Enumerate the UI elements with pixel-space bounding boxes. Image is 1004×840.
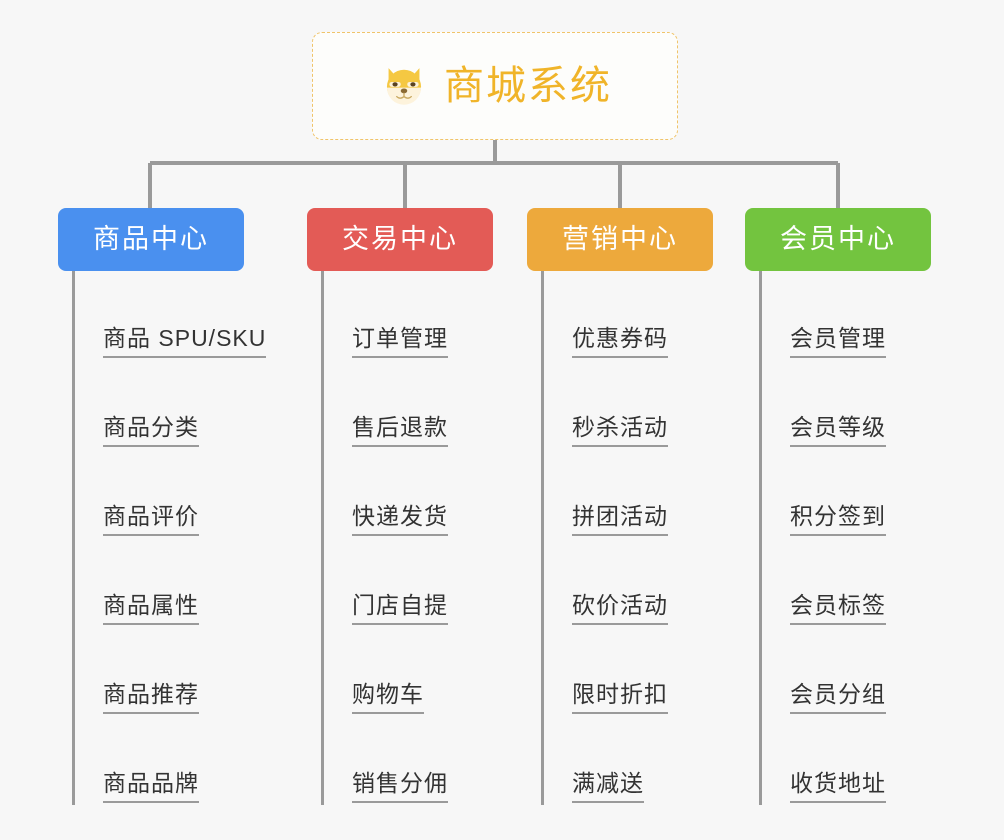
list-item-label: 订单管理: [352, 324, 448, 351]
list-item[interactable]: 商品评价: [72, 449, 266, 538]
leaf-list-trade-center: 订单管理 售后退款 快递发货 门店自提 购物车 销售分佣: [307, 271, 493, 805]
list-item[interactable]: 商品品牌: [72, 716, 266, 805]
leaf-list-member-center: 会员管理 会员等级 积分签到 会员标签 会员分组 收货地址: [745, 271, 931, 805]
branch-header-label: 商品中心: [93, 224, 209, 254]
branch-member-center: 会员中心 会员管理 会员等级 积分签到 会员标签 会员分组 收货地址: [745, 208, 931, 805]
branch-header-member-center[interactable]: 会员中心: [745, 208, 931, 271]
list-item[interactable]: 收货地址: [759, 716, 931, 805]
list-item-label: 满减送: [572, 769, 644, 796]
list-item-label: 会员分组: [790, 680, 886, 707]
branch-header-label: 交易中心: [342, 224, 458, 254]
leaf-list-marketing-center: 优惠券码 秒杀活动 拼团活动 砍价活动 限时折扣 满减送: [527, 271, 713, 805]
list-item-label: 门店自提: [352, 591, 448, 618]
leaf-list-product-center: 商品 SPU/SKU 商品分类 商品评价 商品属性 商品推荐 商品品牌: [58, 271, 267, 805]
list-item[interactable]: 商品属性: [72, 538, 266, 627]
list-item-label: 优惠券码: [572, 324, 668, 351]
list-item-label: 商品评价: [103, 502, 199, 529]
list-item[interactable]: 购物车: [321, 627, 493, 716]
list-item-label: 砍价活动: [572, 591, 668, 618]
list-item[interactable]: 门店自提: [321, 538, 493, 627]
list-item[interactable]: 商品推荐: [72, 627, 266, 716]
list-item-label: 拼团活动: [572, 502, 668, 529]
list-item-label: 秒杀活动: [572, 413, 668, 440]
list-item-label: 商品分类: [103, 413, 199, 440]
list-item[interactable]: 优惠券码: [541, 271, 713, 360]
list-item-label: 商品 SPU/SKU: [103, 324, 267, 351]
branch-header-marketing-center[interactable]: 营销中心: [527, 208, 713, 271]
list-item-label: 会员等级: [790, 413, 886, 440]
root-title: 商城系统: [444, 64, 612, 108]
list-item[interactable]: 会员标签: [759, 538, 931, 627]
list-item[interactable]: 会员管理: [759, 271, 931, 360]
list-item[interactable]: 限时折扣: [541, 627, 713, 716]
list-item-label: 商品属性: [103, 591, 199, 618]
list-item-label: 售后退款: [352, 413, 448, 440]
branch-header-label: 会员中心: [780, 224, 896, 254]
root-node-mall-system[interactable]: 商城系统: [312, 32, 678, 140]
list-item-label: 会员标签: [790, 591, 886, 618]
list-item[interactable]: 积分签到: [759, 449, 931, 538]
list-item[interactable]: 秒杀活动: [541, 360, 713, 449]
branch-trade-center: 交易中心 订单管理 售后退款 快递发货 门店自提 购物车 销售分佣: [307, 208, 493, 805]
list-item[interactable]: 会员分组: [759, 627, 931, 716]
list-item-label: 会员管理: [790, 324, 886, 351]
list-item[interactable]: 拼团活动: [541, 449, 713, 538]
list-item[interactable]: 商品 SPU/SKU: [72, 271, 267, 360]
list-item-label: 快递发货: [352, 502, 448, 529]
branch-header-trade-center[interactable]: 交易中心: [307, 208, 493, 271]
list-item-label: 收货地址: [790, 769, 886, 796]
list-item-label: 销售分佣: [352, 769, 448, 796]
shiba-dog-face-icon: [386, 68, 422, 105]
branch-header-product-center[interactable]: 商品中心: [58, 208, 244, 271]
list-item[interactable]: 砍价活动: [541, 538, 713, 627]
list-item-label: 购物车: [352, 680, 424, 707]
list-item-label: 积分签到: [790, 502, 886, 529]
list-item-label: 限时折扣: [572, 680, 668, 707]
list-item[interactable]: 快递发货: [321, 449, 493, 538]
branch-marketing-center: 营销中心 优惠券码 秒杀活动 拼团活动 砍价活动 限时折扣 满减送: [527, 208, 713, 805]
list-item[interactable]: 商品分类: [72, 360, 266, 449]
list-item[interactable]: 售后退款: [321, 360, 493, 449]
list-item[interactable]: 销售分佣: [321, 716, 493, 805]
list-item[interactable]: 会员等级: [759, 360, 931, 449]
list-item[interactable]: 满减送: [541, 716, 713, 805]
branch-header-label: 营销中心: [562, 224, 678, 254]
list-item[interactable]: 订单管理: [321, 271, 493, 360]
list-item-label: 商品推荐: [103, 680, 199, 707]
branch-product-center: 商品中心 商品 SPU/SKU 商品分类 商品评价 商品属性 商品推荐 商品品牌: [58, 208, 267, 805]
list-item-label: 商品品牌: [103, 769, 199, 796]
